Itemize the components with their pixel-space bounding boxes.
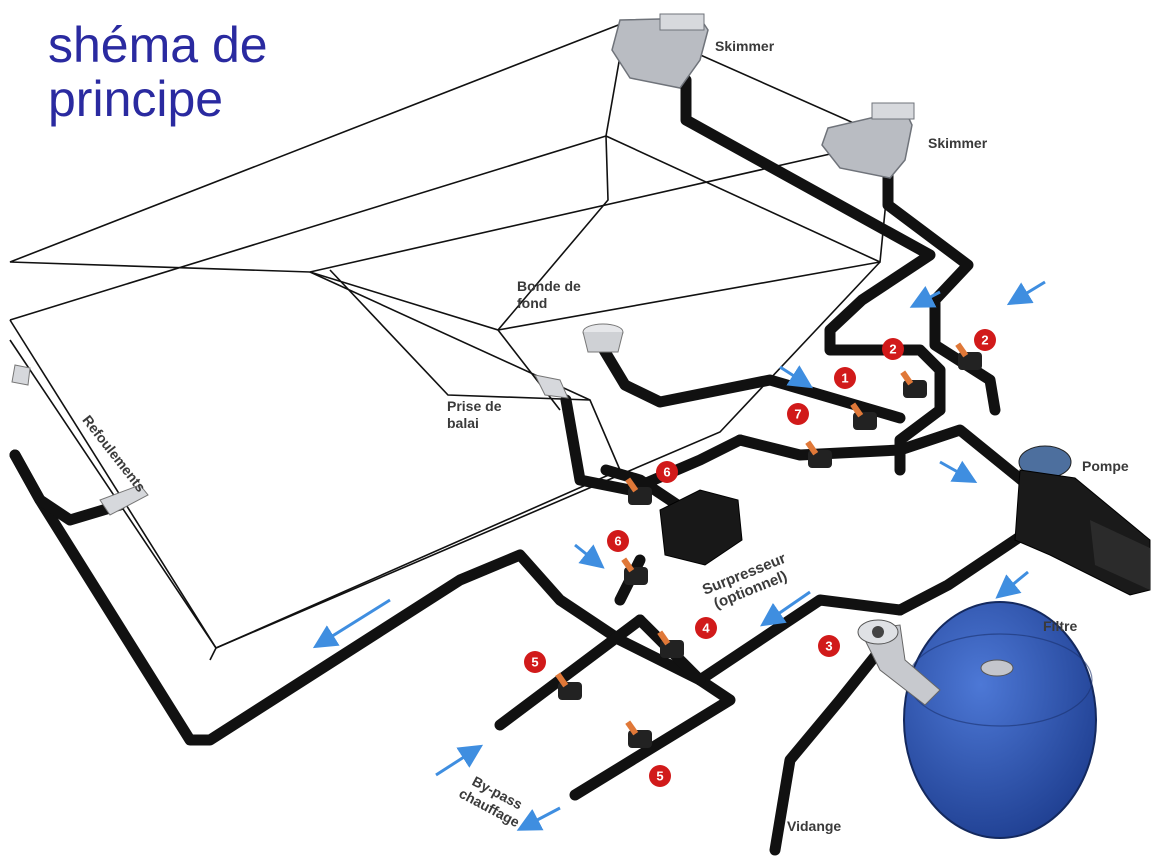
pool-outline <box>9 21 895 661</box>
label-bonde-de-fond: Bonde de fond <box>517 278 581 311</box>
diagram-title: shéma de principe <box>48 17 268 127</box>
svg-text:4: 4 <box>702 621 710 636</box>
svg-text:5: 5 <box>531 655 538 670</box>
filter-tank <box>857 601 1097 839</box>
pipework <box>9 74 1046 856</box>
booster-pump <box>659 489 743 566</box>
svg-text:6: 6 <box>614 534 621 549</box>
label-skimmer-2: Skimmer <box>928 135 988 151</box>
badge-6b: 6 <box>607 530 629 552</box>
refoulement-fittings <box>11 364 149 516</box>
valve-badges: 1 2 2 7 6 6 4 5 5 3 <box>524 329 996 787</box>
flow-arrows <box>312 280 1046 831</box>
badge-5a: 5 <box>524 651 546 673</box>
svg-text:6: 6 <box>663 465 670 480</box>
badge-2b: 2 <box>974 329 996 351</box>
svg-text:1: 1 <box>841 371 848 386</box>
pump <box>1014 445 1151 596</box>
svg-text:2: 2 <box>981 333 988 348</box>
badge-3: 3 <box>818 635 840 657</box>
prise-de-balai-fitting <box>534 374 569 399</box>
badge-7: 7 <box>787 403 809 425</box>
label-skimmer-1: Skimmer <box>715 38 775 54</box>
skimmer-1 <box>611 13 709 89</box>
svg-text:2: 2 <box>889 342 896 357</box>
label-prise-de-balai: Prise de balai <box>447 398 502 431</box>
badge-2a: 2 <box>882 338 904 360</box>
badge-4: 4 <box>695 617 717 639</box>
label-filtre: Filtre <box>1043 618 1078 634</box>
valves <box>555 342 982 748</box>
badge-1: 1 <box>834 367 856 389</box>
badge-5b: 5 <box>649 765 671 787</box>
svg-text:3: 3 <box>825 639 832 654</box>
bonde-de-fond <box>582 323 624 353</box>
label-pompe: Pompe <box>1082 458 1129 474</box>
svg-text:7: 7 <box>794 407 801 422</box>
label-vidange: Vidange <box>787 818 842 834</box>
badge-6a: 6 <box>656 461 678 483</box>
svg-text:5: 5 <box>656 769 663 784</box>
skimmer-2 <box>821 102 915 179</box>
